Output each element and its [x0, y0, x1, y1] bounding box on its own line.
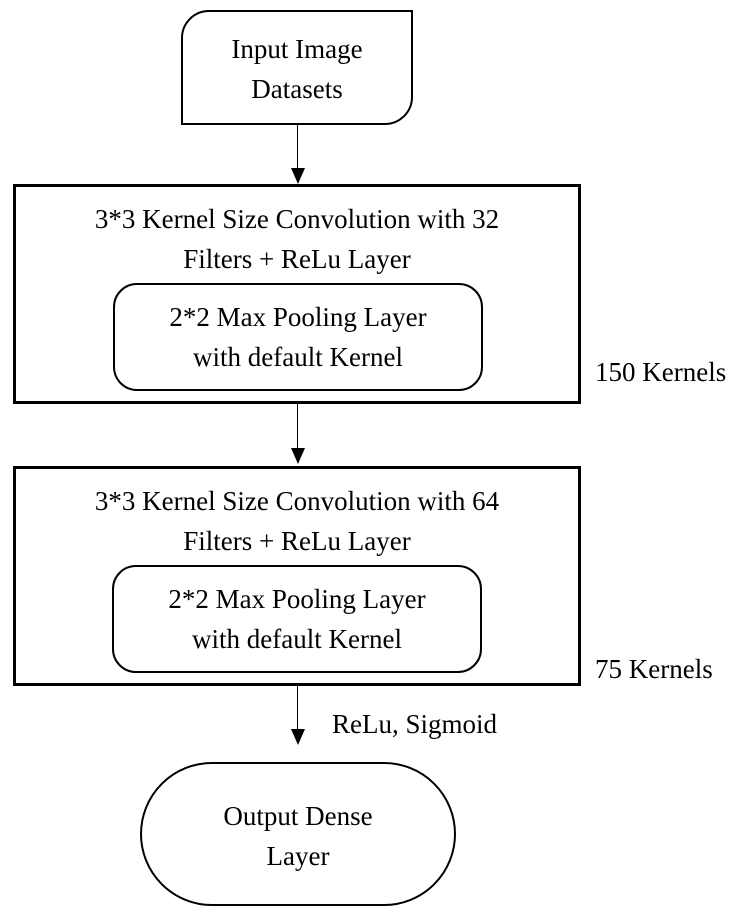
input-node-line-1: Input Image	[231, 34, 363, 64]
conv2-kernels-label: 75 Kernels	[595, 654, 713, 684]
output-node-line-1: Output Dense	[223, 801, 373, 831]
arrow-input-to-conv1	[297, 125, 298, 170]
conv1-line-2: Filters + ReLu Layer	[183, 244, 411, 274]
arrow-conv1-to-conv2	[297, 404, 298, 450]
arrow-conv2-to-output-head	[291, 729, 305, 745]
conv1-block: 3*3 Kernel Size Convolution with 32 Filt…	[13, 184, 581, 404]
conv1-line-1: 3*3 Kernel Size Convolution with 32	[94, 204, 500, 234]
arrow-conv1-to-conv2-head	[291, 448, 305, 464]
conv2-pool-line-2: with default Kernel	[192, 624, 402, 654]
conv1-pooling-node: 2*2 Max Pooling Layer with default Kerne…	[113, 283, 483, 391]
conv1-kernels-label: 150 Kernels	[595, 357, 727, 387]
conv1-pool-line-1: 2*2 Max Pooling Layer	[169, 302, 427, 332]
edge-label-relu-sigmoid: ReLu, Sigmoid	[332, 709, 498, 739]
input-image-datasets-node: Input Image Datasets	[181, 10, 413, 125]
output-node-line-2: Layer	[266, 841, 330, 871]
input-node-line-2: Datasets	[251, 74, 343, 104]
conv2-pool-line-1: 2*2 Max Pooling Layer	[168, 584, 426, 614]
conv2-line-2: Filters + ReLu Layer	[183, 526, 411, 556]
arrow-conv2-to-output	[297, 686, 298, 731]
conv2-line-1: 3*3 Kernel Size Convolution with 64	[94, 486, 500, 516]
conv1-pool-line-2: with default Kernel	[193, 342, 403, 372]
output-dense-layer-node: Output Dense Layer	[140, 762, 456, 906]
arrow-input-to-conv1-head	[291, 168, 305, 184]
conv2-block: 3*3 Kernel Size Convolution with 64 Filt…	[13, 466, 581, 686]
conv2-pooling-node: 2*2 Max Pooling Layer with default Kerne…	[112, 565, 482, 673]
